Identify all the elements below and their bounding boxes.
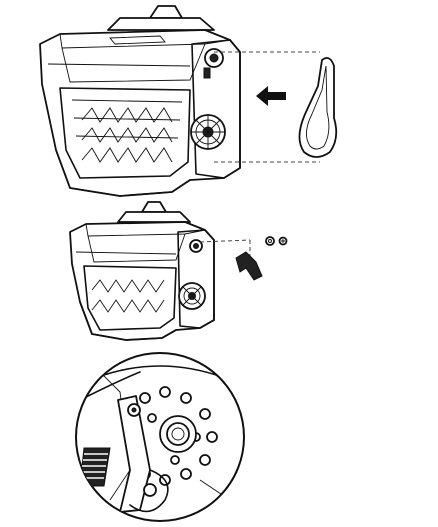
step-3-detail-circle: [75, 352, 245, 522]
step-1-guide-lines: [214, 51, 320, 163]
brush-roller: [81, 107, 173, 163]
bracket-part: [235, 251, 263, 281]
wheel-small: [178, 282, 206, 310]
step-2-machine: [69, 201, 215, 341]
washer-icon: [265, 236, 275, 246]
drive-belt: [298, 57, 338, 158]
step-1-machine: [39, 5, 241, 197]
left-arrow-icon: [256, 86, 286, 106]
upper-pulley: [203, 48, 224, 79]
step-2-parts: [199, 236, 288, 281]
screw-icon: [278, 236, 288, 246]
center-hub: [159, 415, 197, 453]
wheel: [190, 114, 226, 150]
